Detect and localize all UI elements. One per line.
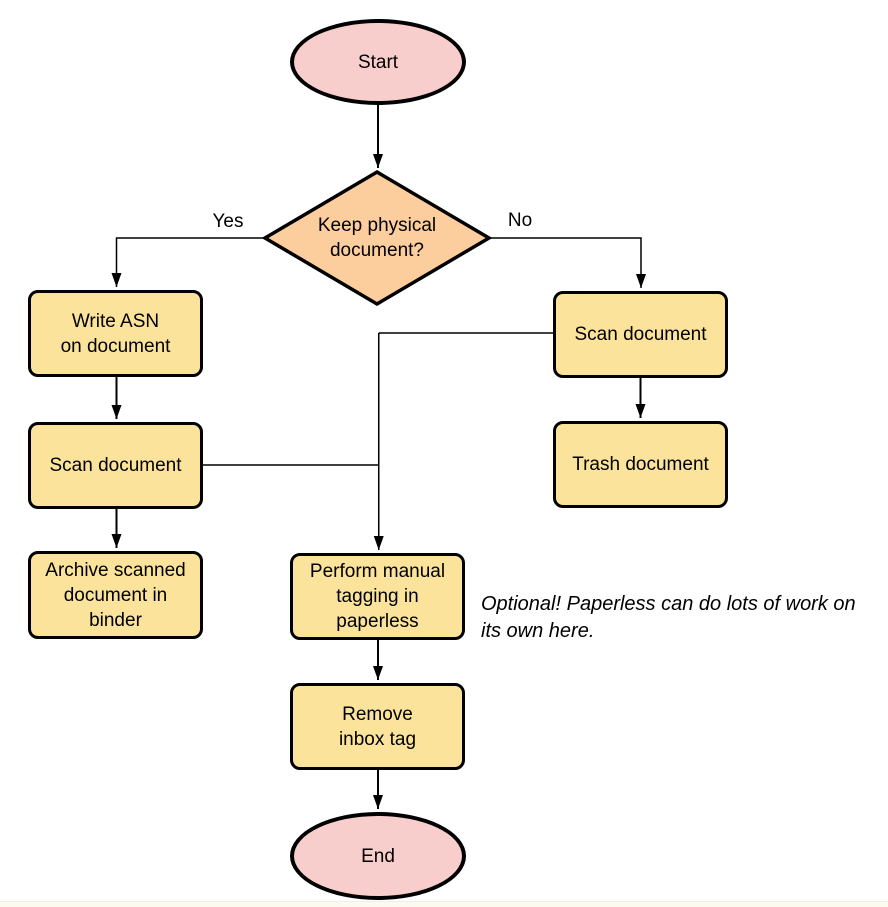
node-end-label: End: [361, 845, 395, 867]
node-archive: Archive scanned document in binder: [28, 551, 203, 639]
node-scan-document-left: Scan document: [28, 422, 203, 509]
page-bottom-edge: [0, 901, 888, 907]
edge-decision-to-scan-right: [488, 237, 646, 288]
node-write-asn: Write ASN on document: [28, 290, 203, 377]
node-start-label: Start: [357, 51, 399, 73]
node-trash-document: Trash document: [553, 421, 728, 508]
node-perform-tagging: Perform manual tagging in paperless: [290, 553, 465, 640]
node-perform-tagging-label: Perform manual tagging in paperless: [309, 561, 446, 632]
edge-label-no: No: [507, 210, 533, 231]
node-trash-document-label: Trash document: [572, 454, 709, 475]
node-end: End: [290, 812, 466, 900]
node-decision-shape: [261, 169, 493, 307]
node-scan-document-right: Scan document: [553, 291, 728, 378]
node-decision-label: Keep physical document?: [317, 215, 437, 261]
node-start: Start: [290, 19, 466, 105]
edge-label-yes: Yes: [212, 211, 244, 232]
node-scan-document-left-label: Scan document: [49, 455, 182, 476]
node-scan-document-right-label: Scan document: [574, 324, 707, 345]
node-remove-inbox-tag: Remove inbox tag: [290, 683, 465, 770]
annotation-optional-note: Optional! Paperless can do lots of work …: [481, 593, 856, 642]
node-write-asn-label: Write ASN on document: [60, 310, 171, 357]
edge-decision-to-write-asn: [111, 237, 266, 287]
node-archive-label: Archive scanned document in binder: [45, 559, 186, 631]
node-remove-inbox-tag-label: Remove inbox tag: [338, 703, 417, 750]
